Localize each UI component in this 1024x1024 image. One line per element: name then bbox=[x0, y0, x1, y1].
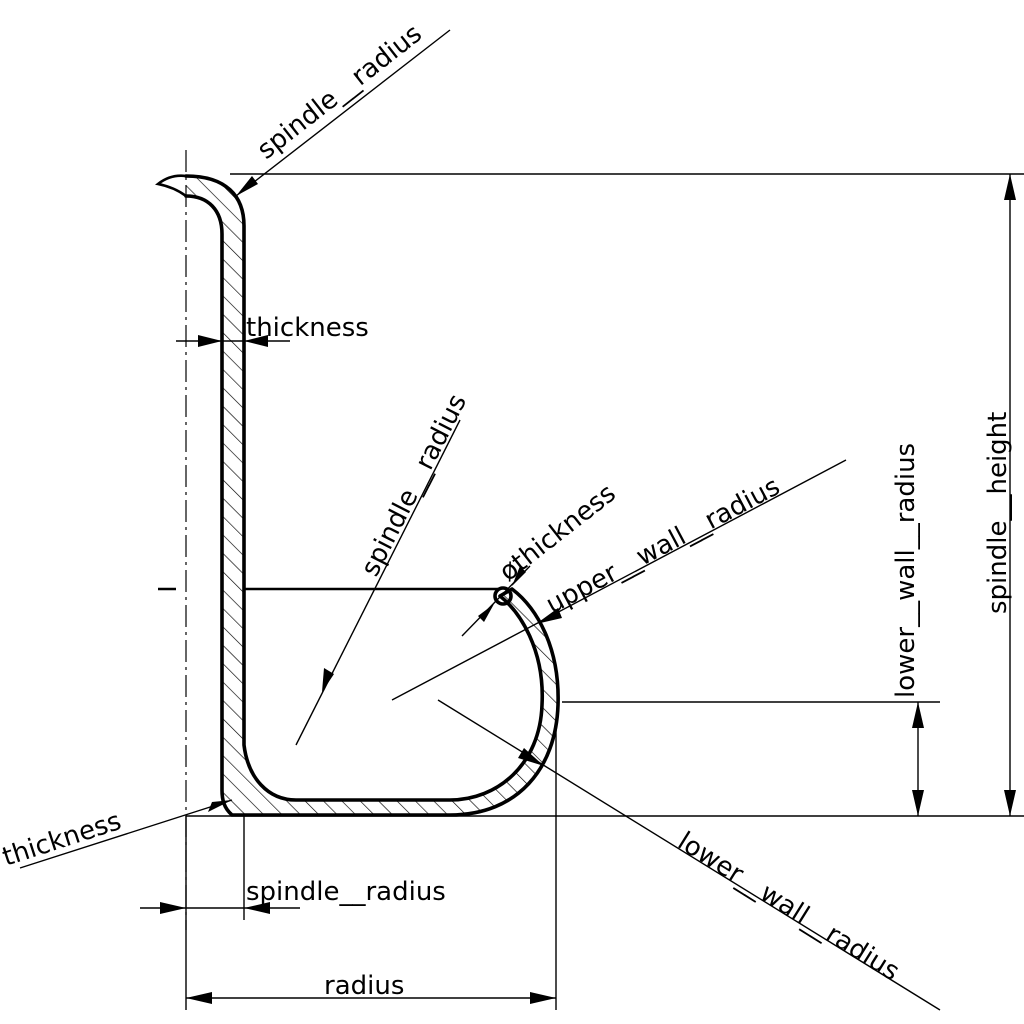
arrow-head bbox=[208, 800, 232, 812]
arrow-head bbox=[186, 992, 212, 1004]
arrow-head bbox=[1004, 790, 1016, 816]
arrow-head bbox=[322, 668, 334, 692]
arrow-head bbox=[518, 748, 544, 766]
thickness-lower-leader bbox=[19, 799, 233, 869]
label-spindle-height: spindle__height bbox=[983, 412, 1013, 614]
upper-wall-bead bbox=[493, 586, 513, 606]
arrow-head bbox=[536, 608, 562, 624]
label-thickness-upper: thickness bbox=[246, 313, 369, 343]
lower-wall-radius-diagonal-leader bbox=[437, 699, 941, 1011]
upper-wall-radius-leader bbox=[391, 459, 847, 701]
top-bend-arc bbox=[155, 174, 187, 198]
label-lower-wall-radius-diagonal: lower__wall__radius bbox=[672, 826, 904, 987]
arrow-head bbox=[912, 702, 924, 728]
spindle-radius-center-leader bbox=[295, 419, 461, 746]
label-spindle-radius-center: spindle__radius bbox=[356, 389, 473, 581]
arrow-head bbox=[912, 790, 924, 816]
arrow-head bbox=[236, 176, 258, 196]
label-lower-wall-radius-vertical: lower__wall__radius bbox=[891, 443, 921, 698]
label-spindle-radius-bottom: spindle__radius bbox=[246, 877, 446, 907]
arrow-head bbox=[512, 566, 526, 586]
arrow-head bbox=[530, 992, 556, 1004]
label-spindle-radius-top: spindle__radius bbox=[252, 19, 428, 166]
spindle-radius-top-leader bbox=[235, 29, 451, 197]
label-radius: radius bbox=[324, 971, 404, 1001]
label-thickness-lower: thickness bbox=[0, 806, 125, 872]
wall-section-fill bbox=[186, 176, 559, 815]
arrow-head bbox=[198, 335, 222, 347]
arrow-head bbox=[478, 604, 494, 622]
arrow-head bbox=[244, 335, 268, 347]
arrow-head bbox=[244, 902, 270, 914]
arrow-head bbox=[160, 902, 186, 914]
wall-section bbox=[155, 174, 560, 817]
arrow-head bbox=[1004, 174, 1016, 200]
label-upper-wall-radius: upper__wall__radius bbox=[541, 472, 785, 621]
